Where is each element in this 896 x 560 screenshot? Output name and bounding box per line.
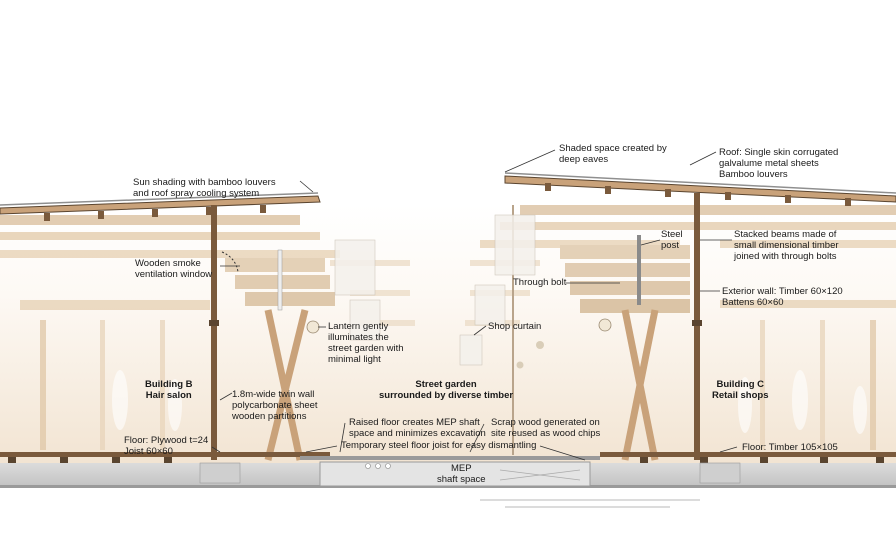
building-c-frame xyxy=(512,193,702,461)
left-roof xyxy=(0,192,321,221)
building-c-label: Building C Retail shops xyxy=(712,379,769,401)
street-garden-label: Street garden surrounded by diverse timb… xyxy=(379,379,514,401)
lantern-label: Lantern gently illuminates the street ga… xyxy=(328,321,404,365)
leader-lines xyxy=(211,149,738,461)
ground-section xyxy=(0,461,896,508)
shaded-space-label: Shaded space created by deep eaves xyxy=(559,143,667,165)
sun-shading-label: Sun shading with bamboo louvers and roof… xyxy=(133,177,276,199)
lanterns xyxy=(306,318,612,369)
shop-curtains xyxy=(334,214,536,366)
floor-decks xyxy=(0,452,896,463)
shop-curtain-label: Shop curtain xyxy=(488,321,542,332)
floor-b-label: Floor: Plywood t=24 Joist 60×60 xyxy=(124,435,209,457)
building-b-label: Building B Hair salon xyxy=(145,379,193,401)
scrap-wood-label: Scrap wood generated on site reused as w… xyxy=(491,417,601,439)
raised-floor-label: Raised floor creates MEP shaft space and… xyxy=(349,417,486,439)
people-silhouettes xyxy=(112,370,867,434)
temp-joist-label: Temporary steel floor joist for easy dis… xyxy=(341,440,537,451)
stacked-beams-label: Stacked beams made of small dimensional … xyxy=(734,229,839,262)
smoke-window-label: Wooden smoke ventilation window xyxy=(135,258,213,280)
exterior-wall-label: Exterior wall: Timber 60×120 Battens 60×… xyxy=(722,286,843,308)
right-roof xyxy=(504,172,896,206)
twin-wall-label: 1.8m-wide twin wall polycarbonate sheet … xyxy=(232,389,318,422)
through-bolt-label: Through bolt xyxy=(513,277,567,288)
floor-c-label: Floor: Timber 105×105 xyxy=(742,442,838,453)
mep-label: MEP shaft space xyxy=(437,463,486,485)
building-b-frame xyxy=(209,205,309,461)
steel-post-label: Steel post xyxy=(661,229,683,251)
roof-label: Roof: Single skin corrugated galvalume m… xyxy=(719,147,839,180)
